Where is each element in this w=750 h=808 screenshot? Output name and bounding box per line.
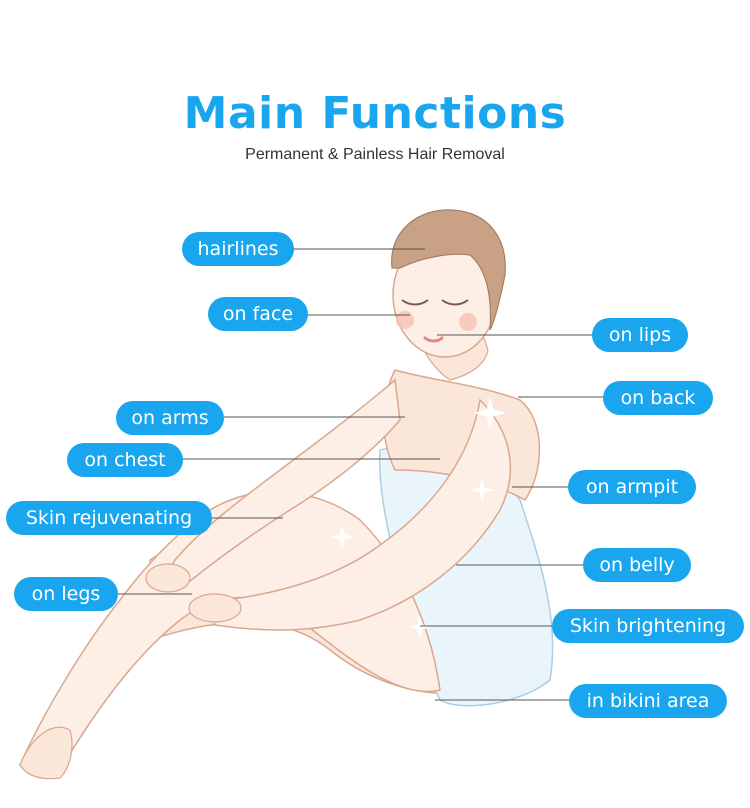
label-on-face: on face <box>208 297 308 331</box>
label-in-bikini-area: in bikini area <box>569 684 727 718</box>
foot <box>19 726 73 780</box>
label-on-chest: on chest <box>67 443 183 477</box>
lips <box>423 336 444 343</box>
label-skin-brightening: Skin brightening <box>552 609 744 643</box>
eye <box>401 299 429 306</box>
label-on-belly: on belly <box>583 548 691 582</box>
label-on-back: on back <box>603 381 713 415</box>
hand <box>145 563 191 593</box>
sparkle <box>474 397 506 429</box>
label-on-armpit: on armpit <box>568 470 696 504</box>
label-hairlines: hairlines <box>182 232 294 266</box>
page-title: Main Functions <box>183 88 567 139</box>
label-on-lips: on lips <box>592 318 688 352</box>
arm <box>213 398 512 631</box>
label-on-legs: on legs <box>14 577 118 611</box>
hand-2 <box>188 593 242 623</box>
cheek-2 <box>459 313 477 331</box>
sparkle-4 <box>409 616 431 638</box>
label-on-arms: on arms <box>116 401 224 435</box>
sparkle-2 <box>470 478 494 502</box>
cheek <box>396 311 414 329</box>
label-skin-rejuvenating: Skin rejuvenating <box>6 501 212 535</box>
sparkle-3 <box>330 525 354 549</box>
page-subtitle: Permanent & Painless Hair Removal <box>245 146 505 163</box>
eye-2 <box>441 299 469 306</box>
hair <box>391 209 506 331</box>
